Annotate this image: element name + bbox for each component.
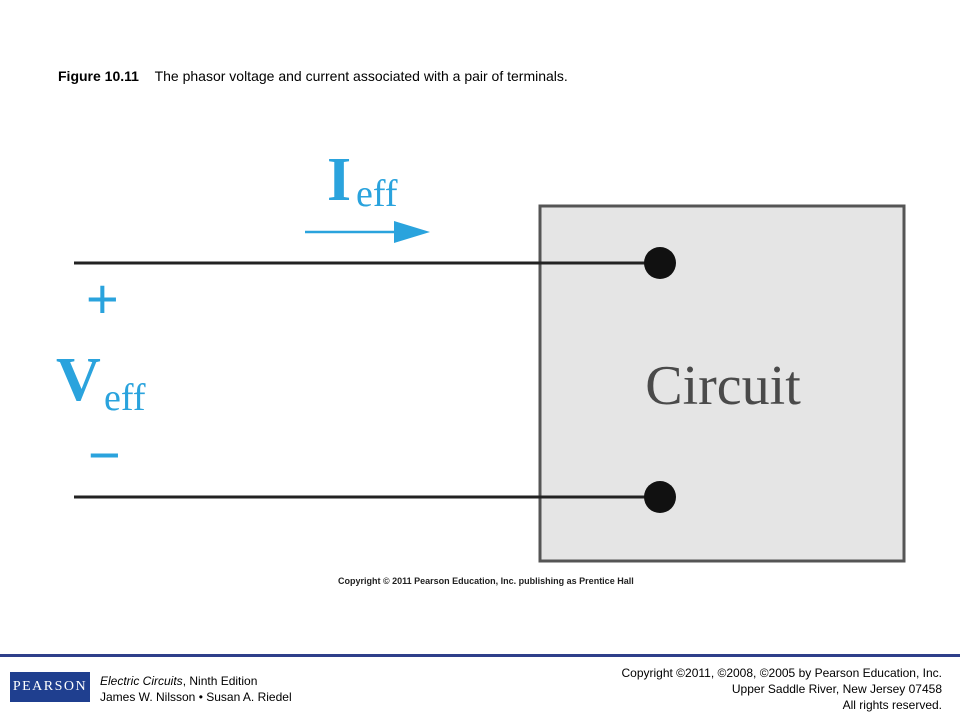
pearson-logo: PEARSON [10, 672, 90, 702]
plus-sign: + [86, 267, 119, 330]
book-title: Electric Circuits [100, 674, 183, 688]
book-info: Electric Circuits, Ninth Edition James W… [100, 673, 292, 705]
current-subscript: eff [356, 173, 398, 215]
voltage-subscript: eff [104, 377, 146, 419]
minus-sign: − [88, 423, 121, 486]
bottom-terminal-dot [644, 481, 676, 513]
top-terminal-dot [644, 247, 676, 279]
publisher-copyright: Copyright ©2011, ©2008, ©2005 by Pearson… [621, 666, 942, 680]
book-edition: , Ninth Edition [182, 674, 258, 688]
current-symbol: I [327, 146, 351, 214]
circuit-box [538, 204, 906, 563]
current-arrow-head [394, 221, 430, 243]
publisher-info: Copyright ©2011, ©2008, ©2005 by Pearson… [621, 665, 942, 713]
figure-number: Figure 10.11 [58, 68, 139, 84]
figure-caption-text: The phasor voltage and current associate… [154, 68, 568, 84]
circuit-label: Circuit [645, 355, 801, 417]
publisher-rights: All rights reserved. [842, 698, 942, 712]
book-authors: James W. Nilsson • Susan A. Riedel [100, 690, 292, 704]
footer-divider [0, 654, 960, 657]
book-title-line: Electric Circuits, Ninth Edition [100, 673, 292, 689]
publisher-address: Upper Saddle River, New Jersey 07458 [731, 682, 942, 696]
voltage-symbol: V [56, 346, 101, 414]
figure-caption: Figure 10.11 The phasor voltage and curr… [58, 68, 568, 84]
figure-copyright: Copyright © 2011 Pearson Education, Inc.… [338, 576, 634, 586]
